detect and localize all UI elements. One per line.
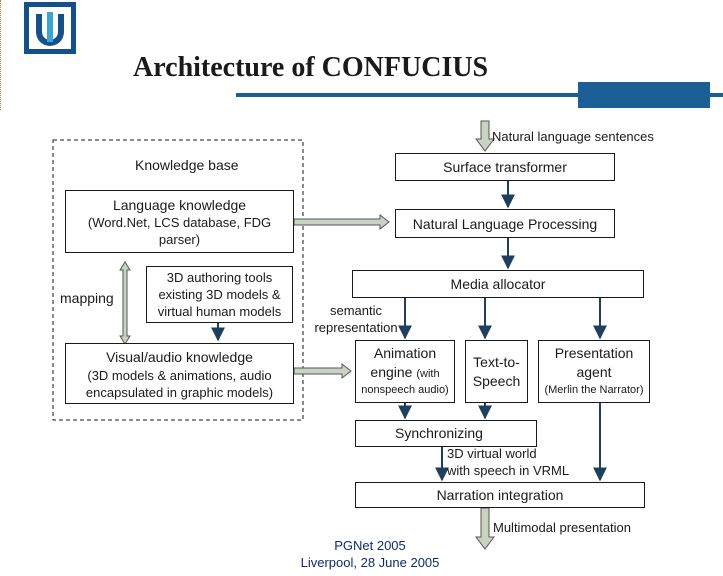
input-label: Natural language sentences: [492, 129, 654, 144]
vrml-line-1: 3D virtual world: [447, 446, 537, 461]
side-edge-text: [0, 0, 5, 110]
mapping-arrow: [119, 261, 131, 345]
presentation-agent-box: [538, 340, 650, 403]
authoring-tools-line-3: virtual human models: [157, 304, 282, 319]
animation-engine-line-1: Animation: [373, 345, 437, 361]
nlp-label: Natural Language Processing: [412, 216, 598, 232]
presentation-agent-line-3: (Merlin the Narrator): [544, 384, 644, 396]
synchronizing-box: [355, 420, 537, 447]
semantic-representation-line-1: semantic: [329, 303, 383, 318]
language-knowledge-detail-2: parser): [158, 232, 201, 247]
input-arrow: [475, 120, 495, 152]
presentation-agent-line-2: agent: [576, 364, 612, 380]
animation-engine-word: engine: [370, 364, 413, 380]
surface-transformer-label: Surface transformer: [443, 159, 567, 175]
animation-engine-with: (with: [416, 368, 440, 380]
media-allocator-label: Media allocator: [450, 276, 546, 292]
footer-event: PGNet 2005: [334, 538, 406, 553]
visual-audio-knowledge-title: Visual/audio knowledge: [106, 349, 253, 365]
presentation-agent-line-1: Presentation: [554, 345, 634, 361]
animation-engine-box: [355, 340, 455, 403]
media-allocator-box: [352, 270, 644, 298]
title-accent-block: [578, 82, 710, 108]
knowledge-base-label: Knowledge base: [135, 157, 239, 173]
va-anim-arrow: [293, 362, 352, 380]
visual-audio-detail-1: (3D models & animations, audio: [87, 368, 272, 383]
page-title: Architecture of CONFUCIUS: [133, 52, 489, 83]
semantic-representation-line-2: representation: [314, 320, 398, 335]
text-to-speech-box: [465, 340, 528, 403]
synchronizing-label: Synchronizing: [395, 425, 483, 441]
animation-engine-line-3: nonspeech audio): [361, 384, 449, 396]
animation-engine-line-2: engine (with: [355, 364, 455, 382]
vrml-line-2: with speech in VRML: [447, 463, 570, 478]
authoring-tools-box: [146, 266, 293, 323]
language-knowledge-detail-1: (Word.Net, LCS database, FDG: [87, 215, 272, 230]
nlp-box: [395, 209, 615, 238]
lk-nlp-arrow: [293, 213, 390, 231]
mapping-label: mapping: [60, 290, 114, 306]
authoring-tools-line-2: existing 3D models &: [158, 287, 281, 302]
surface-transformer-box: [395, 153, 615, 181]
visual-audio-detail-2: encapsulated in graphic models): [85, 385, 274, 400]
university-logo: [20, 0, 80, 58]
narration-integration-label: Narration integration: [436, 487, 564, 503]
authoring-tools-line-1: 3D authoring tools: [166, 270, 273, 285]
footer-place-date: Liverpool, 28 June 2005: [300, 555, 440, 570]
knowledge-base-container: [52, 139, 304, 421]
language-knowledge-title: Language knowledge: [112, 197, 247, 213]
narration-integration-box: [355, 482, 645, 508]
visual-audio-knowledge-box: [65, 343, 294, 404]
language-knowledge-box: [65, 190, 294, 253]
output-arrow: [475, 507, 495, 550]
output-label: Multimodal presentation: [493, 520, 632, 535]
title-accent-bar: [236, 93, 723, 97]
text-to-speech-line-1: Text-to-: [473, 354, 520, 370]
text-to-speech-line-2: Speech: [472, 373, 521, 389]
